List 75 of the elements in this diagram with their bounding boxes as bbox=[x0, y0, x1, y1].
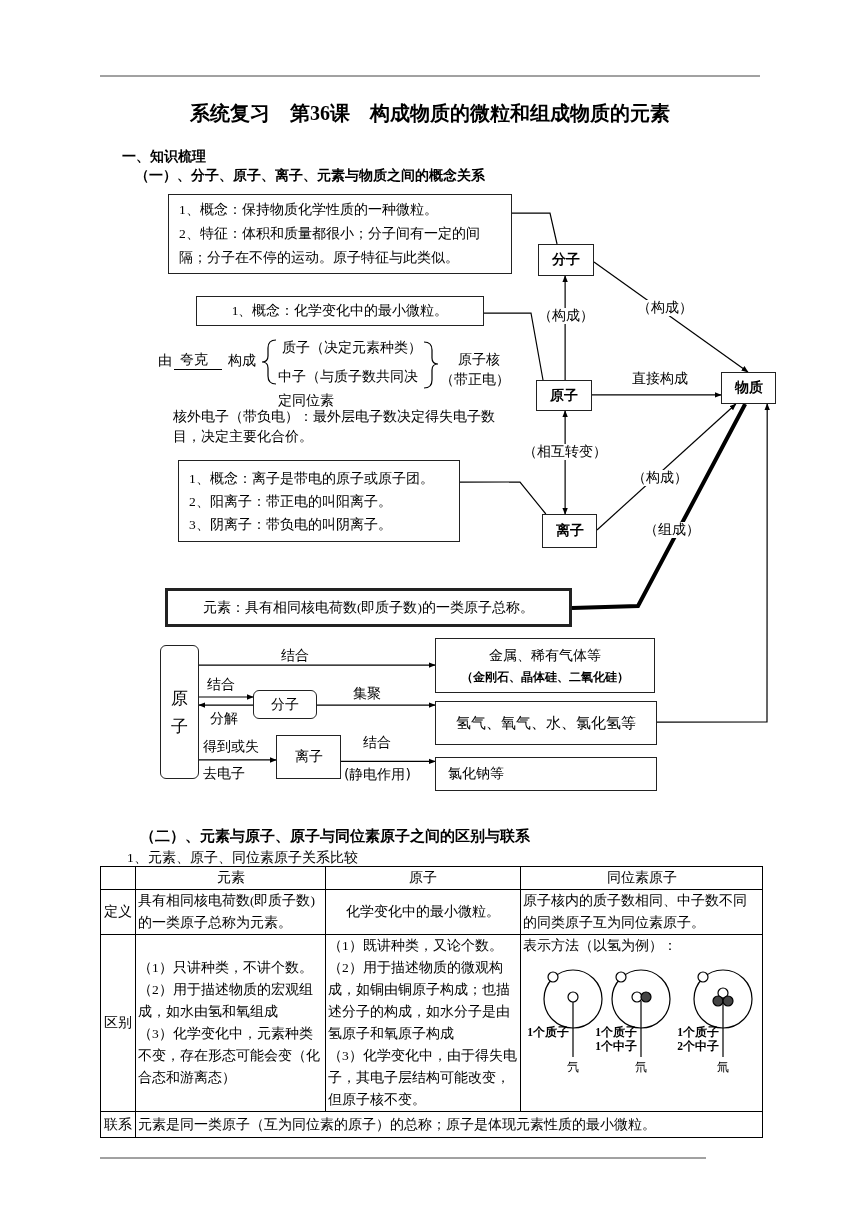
arrow bbox=[656, 403, 770, 723]
particle-box: 原子 bbox=[536, 380, 592, 411]
cell-text: 区别 bbox=[103, 1014, 133, 1032]
cell-text: （3）化学变化中，元素种类不变，存在形态可能会变（化合态和游离态） bbox=[138, 1025, 321, 1087]
arrow bbox=[198, 662, 436, 668]
example-box bbox=[435, 638, 655, 693]
arrow bbox=[316, 702, 436, 708]
particle-box: 离子 bbox=[276, 735, 341, 779]
particle-box: 分子 bbox=[538, 244, 594, 276]
box-text: 1、概念：离子是带电的原子或原子团。 bbox=[189, 469, 434, 488]
arrow bbox=[198, 702, 254, 708]
example-box: 氯化钠等 bbox=[435, 757, 657, 791]
particle-box: 离子 bbox=[542, 514, 597, 548]
particle-box: 分子 bbox=[253, 690, 317, 719]
edge-label: 结合 bbox=[206, 676, 236, 692]
box-text: 3、阴离子：带负电的叫阴离子。 bbox=[189, 515, 392, 534]
arrow bbox=[198, 757, 277, 763]
box-text: 1、概念：保持物质化学性质的一种微粒。 bbox=[179, 201, 438, 219]
cell-text: 具有相同核电荷数(即质子数)的一类原子总称为元素。 bbox=[138, 892, 316, 932]
cell-text: 原子 bbox=[408, 869, 438, 887]
edge-label: 集聚 bbox=[352, 685, 382, 701]
definition-box: 元素：具有相同核电荷数(即质子数)的一类原子总称。 bbox=[165, 588, 572, 627]
box-text: 2、特征：体积和质量都很小；分子间有一定的间隔；分子在不停的运动。原子特征与此类似。 bbox=[179, 225, 481, 267]
cell-text: 化学变化中的最小微粒。 bbox=[345, 903, 501, 921]
substance-box: 物质 bbox=[721, 372, 776, 404]
cell-text: 原子核内的质子数相同、中子数不同的同类原子互为同位素原子。 bbox=[523, 892, 748, 932]
cell-text: （1）既讲种类，又论个数。 bbox=[328, 937, 504, 955]
cell-text: 元素是同一类原子（互为同位素的原子）的总称；原子是体现元素性质的最小微粒。 bbox=[138, 1115, 657, 1134]
structure-text: 原子核（带正电） bbox=[440, 351, 511, 389]
cell-text: 定义 bbox=[103, 903, 133, 921]
cell-text: （2）用于描述物质的微观构成，如铜由铜原子构成；也描述分子的构成，如水分子是由氢原子和氧原子构成 bbox=[328, 959, 511, 1043]
structure-text: 构成 bbox=[228, 352, 256, 370]
arrow bbox=[591, 392, 722, 398]
drawing-label: 2个中子 bbox=[676, 1039, 719, 1053]
subheading: 1、元素、原子、同位素原子关系比较 bbox=[127, 849, 358, 867]
connector-line bbox=[511, 212, 558, 245]
section-heading: （一）、分子、原子、离子、元素与物质之间的概念关系 bbox=[135, 167, 485, 185]
drawing-label: 氕 bbox=[567, 1061, 579, 1074]
concept-box bbox=[168, 194, 512, 274]
cell-text: 同位素原子 bbox=[605, 869, 678, 887]
connector-line bbox=[483, 312, 544, 381]
structure-text: 中子（与质子数共同决定同位素 bbox=[278, 368, 419, 409]
structure-text: 核外电子（带负电）：最外层电子数决定得失电子数目，决定主要化合价。 bbox=[173, 408, 496, 446]
cell-text: （3）化学变化中，由于得失电子，其电子层结构可能改变，但原子核不变。 bbox=[328, 1047, 518, 1109]
box-text: （金刚石、晶体硅、二氧化硅） bbox=[461, 668, 629, 686]
edge-label: 得到或失去电子 bbox=[203, 737, 260, 783]
box-text: 金属、稀有气体等 bbox=[489, 645, 601, 665]
edge-label: 结合 bbox=[362, 734, 392, 750]
edge-label: 结合 bbox=[280, 647, 310, 663]
box-text: 2、阳离子：带正电的叫阳离子。 bbox=[189, 492, 392, 511]
arrow bbox=[340, 758, 436, 765]
particle-box: 原子 bbox=[160, 645, 199, 779]
concept-box bbox=[178, 460, 460, 542]
cell-text: 联系 bbox=[103, 1115, 133, 1134]
cell-text: 表示方法（以氢为例）： bbox=[523, 937, 678, 955]
fill-in-answer: 夸克 bbox=[174, 351, 222, 370]
drawing-label: 1个中子 bbox=[594, 1039, 637, 1053]
drawing-label: 氚 bbox=[717, 1061, 729, 1074]
section-heading: 一、知识梳理 bbox=[122, 148, 206, 166]
edge-label: 分解 bbox=[209, 710, 239, 726]
title: 系统复习 第36课 构成物质的微粒和组成物质的元素 bbox=[189, 101, 671, 126]
example-box: 氢气、氧气、水、氯化氢等 bbox=[435, 701, 657, 745]
structure-text: 由 bbox=[158, 352, 172, 370]
connector-line bbox=[459, 481, 547, 515]
connector-line bbox=[571, 403, 747, 610]
edge-note: (静电作用) bbox=[344, 765, 411, 784]
structure-text: 质子（决定元素种类） bbox=[282, 339, 422, 357]
drawing-label: 氘 bbox=[635, 1061, 647, 1074]
cell-text: （2）用于描述物质的宏观组成，如水由氢和氧组成 bbox=[138, 981, 314, 1021]
arrow bbox=[198, 694, 254, 700]
cell-text: 元素 bbox=[215, 869, 246, 887]
cell-text: （1）只讲种类，不讲个数。 bbox=[138, 959, 314, 977]
section-heading: （二）、元素与原子、原子与同位素原子之间的区别与联系 bbox=[140, 827, 530, 846]
edge-label: 直接构成 bbox=[631, 371, 689, 387]
concept-box: 1、概念：化学变化中的最小微粒。 bbox=[196, 296, 484, 326]
